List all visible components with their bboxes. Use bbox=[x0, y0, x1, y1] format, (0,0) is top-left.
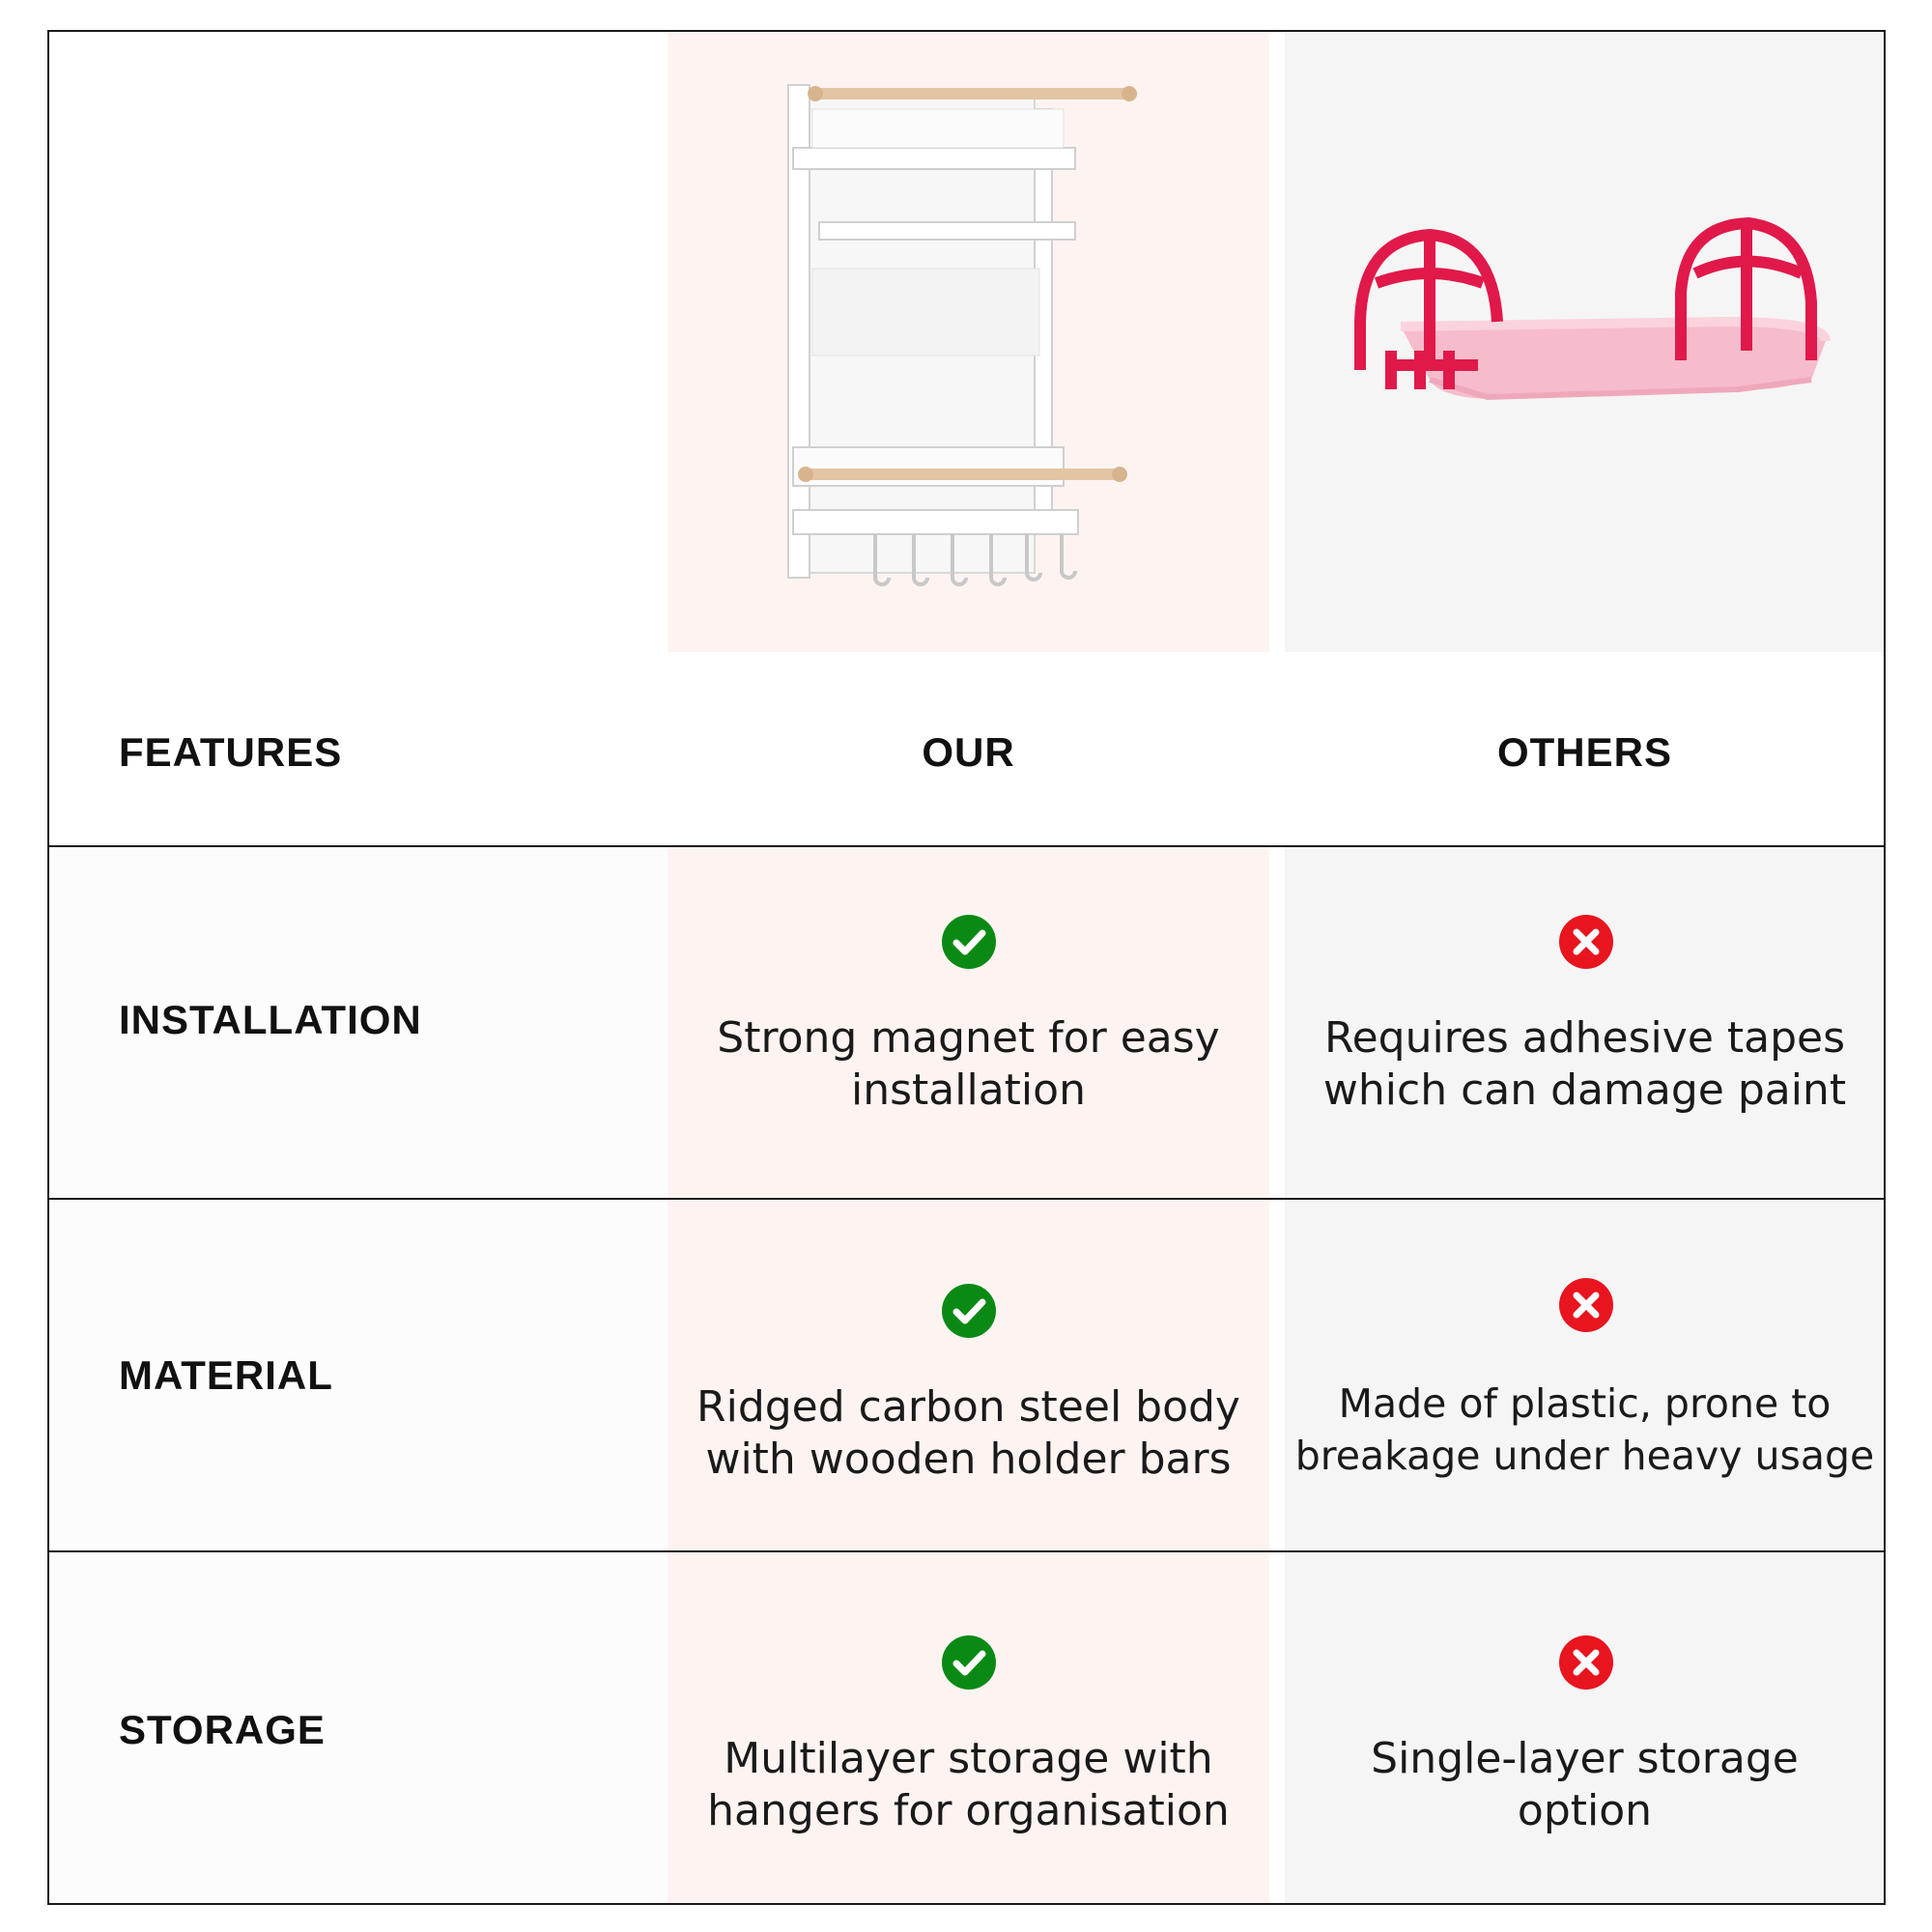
check-circle-icon bbox=[942, 1284, 996, 1338]
comparison-table bbox=[47, 30, 1886, 1905]
features-header: FEATURES bbox=[119, 729, 343, 775]
feature-label-storage: STORAGE bbox=[119, 1707, 326, 1752]
our-header: OUR bbox=[922, 729, 1015, 775]
row-divider bbox=[47, 1550, 1886, 1552]
others-row-bg bbox=[1285, 847, 1885, 1198]
our-storage-text: Multilayer storage with hangers for orga… bbox=[668, 1733, 1269, 1837]
others-header: OTHERS bbox=[1496, 729, 1672, 775]
text-line: Multilayer storage with bbox=[724, 1734, 1213, 1783]
text-line: Single-layer storage bbox=[1371, 1734, 1799, 1783]
row-bg bbox=[49, 1552, 668, 1903]
text-line: Strong magnet for easy bbox=[717, 1013, 1220, 1063]
cross-circle-icon bbox=[1559, 1635, 1613, 1690]
our-row-bg bbox=[668, 1552, 1269, 1903]
row-bg bbox=[49, 847, 668, 1198]
our-installation-text: Strong magnet for easy installation bbox=[668, 1012, 1269, 1117]
row-divider bbox=[47, 845, 1886, 847]
feature-label-material: MATERIAL bbox=[119, 1352, 333, 1398]
check-circle-icon bbox=[942, 915, 996, 969]
text-line: Requires adhesive tapes bbox=[1323, 1013, 1846, 1063]
others-storage-text: Single-layer storage option bbox=[1285, 1733, 1885, 1837]
row-divider bbox=[47, 1198, 1886, 1200]
text-line: option bbox=[1517, 1786, 1653, 1835]
our-row-bg bbox=[668, 1200, 1269, 1550]
others-material-text: Made of plastic, prone to breakage under… bbox=[1285, 1378, 1885, 1482]
our-row-bg bbox=[668, 847, 1269, 1198]
our-material-text: Ridged carbon steel body with wooden hol… bbox=[668, 1381, 1269, 1486]
cross-circle-icon bbox=[1559, 915, 1613, 969]
text-line: installation bbox=[851, 1065, 1086, 1115]
text-line: Made of plastic, prone to bbox=[1338, 1380, 1832, 1427]
others-installation-text: Requires adhesive tapes which can damage… bbox=[1285, 1012, 1885, 1117]
text-line: hangers for organisation bbox=[707, 1786, 1230, 1835]
text-line: which can damage paint bbox=[1322, 1065, 1847, 1115]
others-row-bg bbox=[1285, 1200, 1885, 1550]
check-circle-icon bbox=[942, 1635, 996, 1690]
our-product-image bbox=[668, 32, 1269, 652]
text-line: breakage under heavy usage bbox=[1294, 1433, 1875, 1479]
text-line: Ridged carbon steel body bbox=[696, 1382, 1240, 1432]
others-product-image bbox=[1285, 32, 1885, 652]
row-bg bbox=[49, 1200, 668, 1550]
others-row-bg bbox=[1285, 1552, 1885, 1903]
cross-circle-icon bbox=[1559, 1278, 1613, 1332]
feature-label-installation: INSTALLATION bbox=[119, 997, 422, 1042]
text-line: with wooden holder bars bbox=[705, 1435, 1232, 1484]
